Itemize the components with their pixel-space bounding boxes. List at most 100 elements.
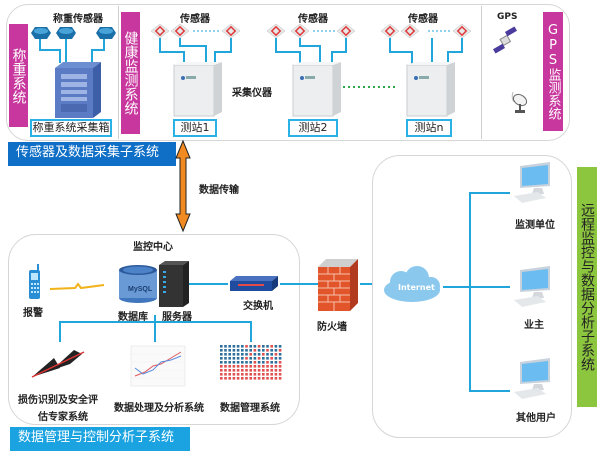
grid-dot [257,361,261,364]
internet-label: Internet [398,283,435,292]
weighing-collector-label: 称重系统采集箱 [30,119,112,137]
grid-dot [257,377,261,380]
network-switch-icon [230,276,278,291]
grid-dot [266,361,269,364]
grid-dot [245,361,248,364]
grid-dot [262,357,265,360]
grid-dot [236,377,240,380]
grid-dot [257,357,261,360]
grid-dot [262,373,265,376]
grid-dot [220,353,223,356]
grid-dot [270,365,273,368]
grid-dot [245,373,248,376]
grid-dot [236,365,240,368]
grid-dot [245,349,248,352]
grid-dot [245,365,248,368]
switch-label: 交换机 [243,301,273,312]
bridge-icon [31,350,85,378]
server-icon [159,261,189,307]
grid-dot [220,377,223,380]
grid-dot [232,373,236,376]
grid-dot [224,369,227,372]
grid-dot [270,377,273,380]
grid-dot [236,349,240,352]
weighing-sensor-icon [96,27,116,39]
grid-dot [266,353,269,356]
health-monitoring-label: 健康监测系统 [121,12,140,134]
strain-sensor-icon [380,23,400,39]
grid-dot [278,377,282,380]
grid-dot [236,369,240,372]
grid-dot [278,353,282,356]
grid-dot [241,365,244,368]
grid-dot [228,353,231,356]
grid-dot [274,357,278,360]
grid-dot [270,373,273,376]
grid-dot [224,357,227,360]
grid-dot [249,357,252,360]
grid-dot [278,349,282,352]
grid-dot [257,369,261,372]
divider [481,6,482,139]
grid-dot [224,345,227,348]
grid-dot [224,361,227,364]
acquisition-instrument-icon [292,62,341,117]
grid-dot [249,345,252,348]
gps-label: GPS [497,12,518,22]
grid-dot [262,377,265,380]
weighing-system-label: 称重系统 [9,24,28,127]
grid-dot [257,373,261,376]
strain-sensor-icon [150,23,170,39]
grid-dot [232,349,236,352]
data-management-subsystem-banner: 数据管理与控制分析子系统 [10,427,190,451]
grid-dot [232,345,236,348]
data-management-system-label: 数据管理系统 [220,403,280,414]
grid-dot [278,345,282,348]
grid-dot [232,369,236,372]
divider [118,6,119,139]
sensors-label-1: 传感器 [180,14,210,25]
remote-monitoring-subsystem-label: 远程监控与数据分析子系统 [577,167,597,407]
grid-dot [249,369,252,372]
grid-dot [266,345,269,348]
grid-dot [249,365,252,368]
sensor-acquisition-subsystem-banner: 传感器及数据采集子系统 [8,142,176,166]
grid-dot [220,349,223,352]
grid-dot [257,349,261,352]
grid-dot [241,353,244,356]
grid-dot [228,345,231,348]
grid-dot [253,345,257,348]
grid-dot [262,353,265,356]
grid-dot [257,353,261,356]
computer-icon [514,358,550,399]
phone-icon [29,264,40,299]
grid-dot [278,369,282,372]
grid-dot [278,361,282,364]
grid-dot [245,377,248,380]
weighing-sensor-icon [31,27,51,39]
data-grid-icon [220,345,282,380]
client-other-users-label: 其他用户 [516,413,556,424]
grid-dot [241,357,244,360]
grid-dot [236,353,240,356]
grid-dot [228,369,231,372]
computer-icon [514,162,550,203]
grid-dot [224,365,227,368]
client-owner-label: 业主 [524,320,544,331]
computer-icon [514,266,550,307]
strain-sensor-icon [452,23,472,39]
grid-dot [241,345,244,348]
grid-dot [253,353,257,356]
strain-sensor-icon [400,23,420,39]
grid-dot [224,377,227,380]
grid-dot [228,377,231,380]
station-2-label: 测站2 [288,119,338,137]
grid-dot [253,361,257,364]
grid-dot [266,377,269,380]
grid-dot [257,365,261,368]
grid-dot [241,369,244,372]
weighing-sensors-label: 称重传感器 [53,14,103,25]
grid-dot [274,349,278,352]
data-transfer-arrow [175,139,191,233]
grid-dot [266,373,269,376]
